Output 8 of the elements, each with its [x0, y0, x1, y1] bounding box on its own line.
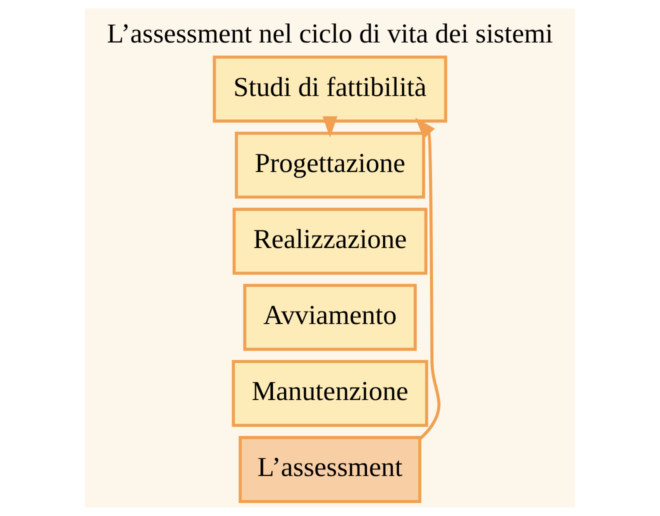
arrow — [322, 116, 338, 138]
arrow — [415, 118, 440, 440]
node-box: Avviamento — [243, 284, 417, 351]
node-box: Realizzazione — [232, 208, 428, 275]
diagram-title: L’assessment nel ciclo di vita dei sistemi — [106, 18, 554, 49]
node-box: L’assessment — [238, 436, 422, 503]
node-box: Manutenzione — [232, 360, 428, 427]
node-box: Progettazione — [234, 132, 426, 199]
